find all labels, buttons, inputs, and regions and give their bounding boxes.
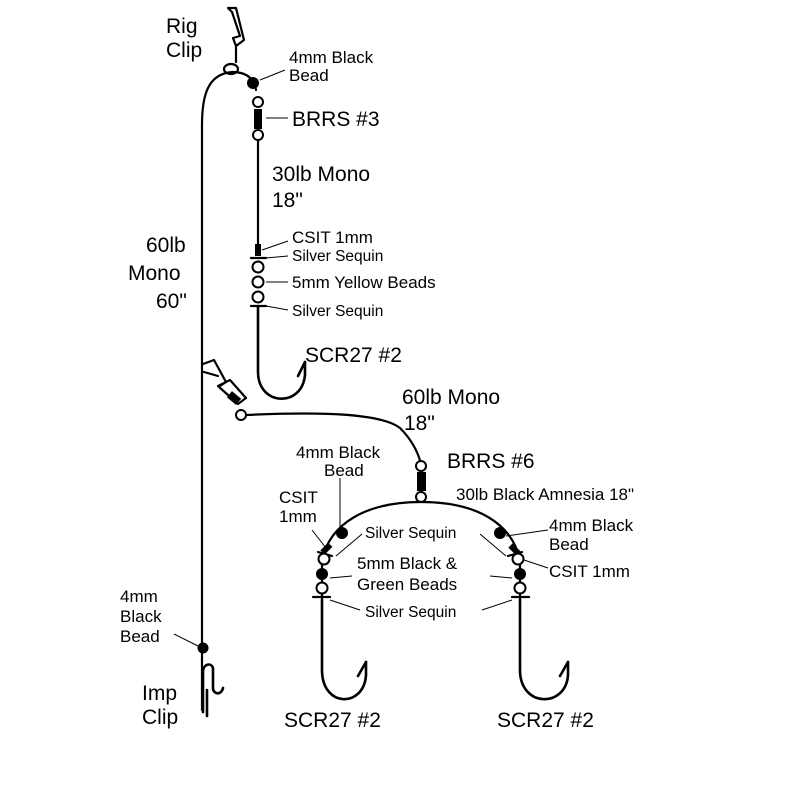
boom-line xyxy=(244,412,427,503)
hook-icon xyxy=(320,598,368,701)
rig-clip-label-1: Rig xyxy=(166,15,198,38)
scr-right-label: SCR27 #2 xyxy=(497,709,594,732)
bead-top-label-1: 4mm Black xyxy=(289,48,374,67)
top-snood xyxy=(230,70,307,400)
bead-bottom-label-3: Bead xyxy=(120,627,160,646)
csit-top-label: CSIT 1mm xyxy=(292,228,373,247)
mono30-label-2: 18" xyxy=(272,189,303,212)
bead-bottom-label-1: 4mm xyxy=(120,587,158,606)
main-line xyxy=(200,70,234,712)
mono60-boom-label-1: 60lb Mono xyxy=(402,386,500,409)
csit-left-label-2: 1mm xyxy=(279,507,317,526)
imp-clip-label-2: Clip xyxy=(142,706,178,729)
bead-left-label-2: Bead xyxy=(324,461,364,480)
mono60-main-label-2: Mono xyxy=(128,262,181,285)
csit-left-label-1: CSIT xyxy=(279,488,318,507)
hook-icon xyxy=(518,598,570,701)
mono60-main-label-1: 60lb xyxy=(146,234,186,257)
bead-top-label-2: Bead xyxy=(289,66,329,85)
sequin-top2-label: Silver Sequin xyxy=(292,303,383,320)
yellow-beads-label: 5mm Yellow Beads xyxy=(292,273,436,292)
sequin-bottom-label: Silver Sequin xyxy=(365,604,456,621)
bead-bottom-black xyxy=(197,642,209,654)
sequin-mid-label: Silver Sequin xyxy=(365,525,456,542)
rig-clip-label-2: Clip xyxy=(166,39,202,62)
mono30-label-1: 30lb Mono xyxy=(272,163,370,186)
labels: Rig Clip 4mm Black Bead BRRS #3 30lb Mon… xyxy=(120,15,634,732)
imp-clip-label-1: Imp xyxy=(142,682,177,705)
bg-beads-label-1: 5mm Black & xyxy=(357,554,458,573)
brrs3-label: BRRS #3 xyxy=(292,108,380,131)
rig-clip-icon xyxy=(222,6,246,76)
mono60-boom-label-2: 18" xyxy=(404,412,435,435)
sequin-top1-label: Silver Sequin xyxy=(292,248,383,265)
leader-lines xyxy=(173,69,549,647)
amnesia-arch xyxy=(311,500,531,602)
bead-right-label-2: Bead xyxy=(549,535,589,554)
amnesia-label: 30lb Black Amnesia 18" xyxy=(456,485,634,504)
bead-right-label-1: 4mm Black xyxy=(549,516,634,535)
scr-top-label: SCR27 #2 xyxy=(305,344,402,367)
brrs6-label: BRRS #6 xyxy=(447,450,535,473)
bead-left-label-1: 4mm Black xyxy=(296,443,381,462)
swivel-icon xyxy=(201,358,248,421)
imp-clip-icon xyxy=(201,663,225,718)
bg-beads-label-2: Green Beads xyxy=(357,575,457,594)
bead-bottom-label-2: Black xyxy=(120,607,162,626)
mono60-main-label-3: 60" xyxy=(156,290,187,313)
csit-right-label: CSIT 1mm xyxy=(549,562,630,581)
scr-left-label: SCR27 #2 xyxy=(284,709,381,732)
